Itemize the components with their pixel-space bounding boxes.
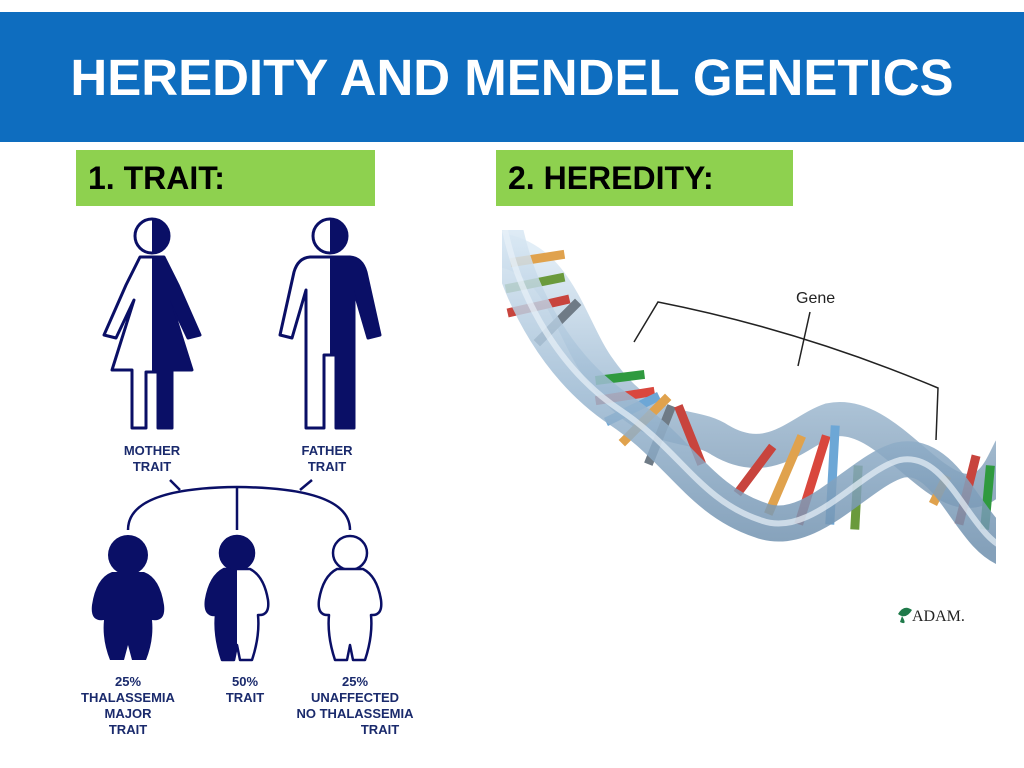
child1-label-line2: THALASSEMIA [81,690,176,705]
child-unaffected-icon [317,534,383,662]
child-carrier-icon [204,534,270,662]
mother-label-line2: TRAIT [133,459,171,474]
child3-label-line2: UNAFFECTED [311,690,399,705]
child3-label-line1: 25% [342,674,368,689]
gene-bracket [633,301,939,441]
credit-text: ADAM. [912,608,965,625]
child1-label-line3: MAJOR [105,706,153,721]
title-bar: HEREDITY AND MENDEL GENETICS [0,12,1024,142]
gene-pointer [797,311,811,367]
father-label-line1: FATHER [301,443,353,458]
child2-label-line1: 50% [232,674,258,689]
gene-label: Gene [796,290,835,307]
child3-label-line3: NO THALASSEMIA [297,706,415,721]
father-label-line2: TRAIT [308,459,346,474]
slide-title: HEREDITY AND MENDEL GENETICS [70,48,954,106]
child1-label-line4: TRAIT [109,722,147,737]
trait-label: 1. TRAIT: [76,150,375,206]
child1-label-line1: 25% [115,674,141,689]
dna-helix [502,230,996,564]
mother-label-line1: MOTHER [124,443,181,458]
inheritance-connectors [126,479,352,531]
child3-label-line4: TRAIT [361,722,399,737]
adam-logo: ADAM. [898,607,965,625]
male-icon [278,217,382,430]
heredity-label: 2. HEREDITY: [496,150,793,206]
female-icon [102,217,202,430]
child-affected-icon [91,535,165,660]
child2-label-line2: TRAIT [226,690,264,705]
